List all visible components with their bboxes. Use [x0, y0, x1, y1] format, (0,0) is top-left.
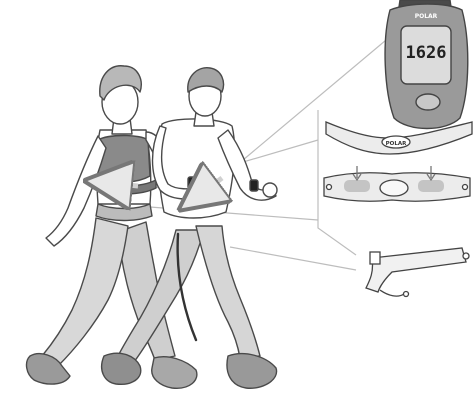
watch-brand: POLAR: [415, 13, 438, 20]
man-front-shoe: [227, 354, 277, 389]
electrode-left: [344, 180, 370, 192]
woman-waistband: [96, 204, 152, 221]
transmitter-brand: POLAR: [386, 141, 407, 147]
strap-buckle: [370, 252, 380, 264]
electrode-right: [418, 180, 444, 192]
man-wrist-watch: [188, 177, 198, 189]
strap-hook-right: [463, 185, 468, 190]
transmitter-front: POLAR: [326, 122, 472, 154]
transmitter-back: [324, 166, 470, 201]
callout-line-strap: [230, 247, 356, 270]
woman-sports-top: [98, 136, 150, 183]
man-front-leg: [196, 226, 260, 358]
strap-hook: [463, 253, 469, 259]
strap-hook-left: [327, 185, 332, 190]
woman-back-shoe: [152, 357, 197, 389]
man-wrist-band: [250, 180, 258, 191]
arrow-to-woman-belt: [108, 183, 138, 186]
strap-body: [366, 248, 466, 292]
elastic-strap: [366, 248, 469, 297]
transmitter-back-center: [380, 180, 408, 196]
woman-figure: [27, 66, 197, 388]
watch-button: [416, 94, 440, 110]
man-front-hand: [263, 183, 277, 197]
strap-end-hook: [404, 292, 409, 297]
strap-tail: [380, 290, 404, 296]
wrist-watch: POLAR 1626: [385, 0, 468, 129]
watch-time-display: 1626: [406, 43, 447, 63]
